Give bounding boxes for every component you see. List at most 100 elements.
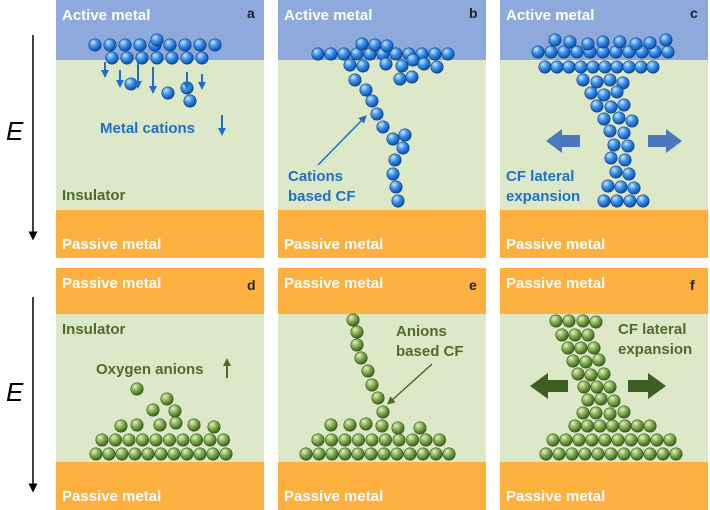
panel-letter: f (690, 277, 695, 293)
cation-atom (389, 47, 403, 61)
anion-atom (585, 433, 599, 447)
cation-atom (598, 60, 612, 74)
anion-atom (146, 403, 160, 417)
cation-atom (590, 99, 604, 113)
cation-atom (538, 60, 552, 74)
anion-atom (617, 447, 631, 461)
insulator-layer (278, 60, 486, 210)
insulator-layer (56, 60, 264, 210)
anion-atom (605, 419, 619, 433)
bottom-layer-label: Passive metal (62, 236, 161, 253)
anion-atom (574, 341, 588, 355)
anion-atom (392, 433, 406, 447)
bottom-layer-label: Passive metal (506, 488, 605, 505)
annotation: Oxygen anions (96, 361, 204, 378)
right-expansion-arrow (648, 129, 682, 153)
anion-atom (593, 419, 607, 433)
cation-atom (208, 38, 222, 52)
cation-atom (661, 45, 675, 59)
cation-filament-expanded (531, 33, 675, 208)
field-label-bottom: E (6, 377, 24, 407)
top-layer-label: Passive metal (506, 275, 605, 292)
anion-atom (565, 447, 579, 461)
anion-atom (549, 314, 563, 328)
anion-atom (584, 368, 598, 382)
anion-atom (324, 418, 338, 432)
cation-atom (393, 72, 407, 86)
cation-atom (614, 180, 628, 194)
anion-atom (354, 351, 368, 365)
cation-atom (135, 51, 149, 65)
cation-atom (562, 60, 576, 74)
anion-atom (594, 392, 608, 406)
bottom-layer-label: Passive metal (506, 236, 605, 253)
field-label-top: E (6, 116, 24, 146)
cation-atom (379, 57, 393, 71)
cation-drift-arrows (101, 62, 206, 94)
cation-atom (343, 58, 357, 72)
cation-atom (610, 85, 624, 99)
anion-atom (149, 433, 163, 447)
anion-atom (589, 315, 603, 329)
cation-atom (581, 37, 595, 51)
top-layer-label: Passive metal (284, 275, 383, 292)
anion-atom (359, 417, 373, 431)
anion-atom (390, 447, 404, 461)
bottom-passive-metal-layer (56, 462, 264, 510)
cation-atom (133, 38, 147, 52)
anion-atom (167, 447, 181, 461)
cation-atom (368, 38, 382, 52)
anion-atom (624, 433, 638, 447)
anion-atom (617, 405, 631, 419)
cation-atom (396, 141, 410, 155)
anion-atom (587, 341, 601, 355)
anion-atom (566, 354, 580, 368)
anion-atom (429, 447, 443, 461)
cation-atom (590, 75, 604, 89)
anion-atom (413, 421, 427, 435)
cation-atom (430, 60, 444, 74)
cation-atom (616, 76, 630, 90)
cation-atom (597, 88, 611, 102)
annotation-line-2: based CF (396, 343, 464, 360)
cation-atom (617, 98, 631, 112)
anion-atom (419, 433, 433, 447)
panel-f: Passive metal f Passive metal CF lateral… (500, 268, 708, 510)
panel-a: Active metal a Insulator Passive metal M… (56, 0, 264, 258)
passive-metal-layer (500, 210, 708, 258)
cation-atom (395, 59, 409, 73)
anion-filament-expanded (539, 314, 683, 461)
top-layer-label: Active metal (284, 7, 372, 24)
anion-atom (338, 447, 352, 461)
cation-atom (601, 179, 615, 193)
anion-atom (442, 447, 456, 461)
anion-atom (598, 433, 612, 447)
top-passive-metal-layer (500, 268, 708, 314)
anion-atom (206, 447, 220, 461)
anion-atom (169, 416, 183, 430)
panel-letter: e (469, 277, 477, 293)
anion-atom (377, 447, 391, 461)
cation-atom (348, 73, 362, 87)
anion-atom (559, 433, 573, 447)
anion-atom (643, 447, 657, 461)
anion-atom (219, 447, 233, 461)
cation-atom (380, 39, 394, 53)
top-layer-label: Active metal (506, 7, 594, 24)
anion-atom (217, 433, 231, 447)
cation-atom (195, 51, 209, 65)
anion-atom (669, 447, 683, 461)
anion-atom (630, 447, 644, 461)
anion-atom (114, 419, 128, 433)
cation-atom (627, 181, 641, 195)
anion-atom (109, 433, 123, 447)
anion-atom (571, 367, 585, 381)
anion-atom (338, 433, 352, 447)
anion-atom (122, 433, 136, 447)
anion-atom (346, 313, 360, 327)
annotation-line-2: expansion (618, 341, 692, 358)
cation-atom (386, 167, 400, 181)
anion-cluster (89, 382, 233, 461)
cation-atom (623, 194, 637, 208)
anion-atom (663, 433, 677, 447)
